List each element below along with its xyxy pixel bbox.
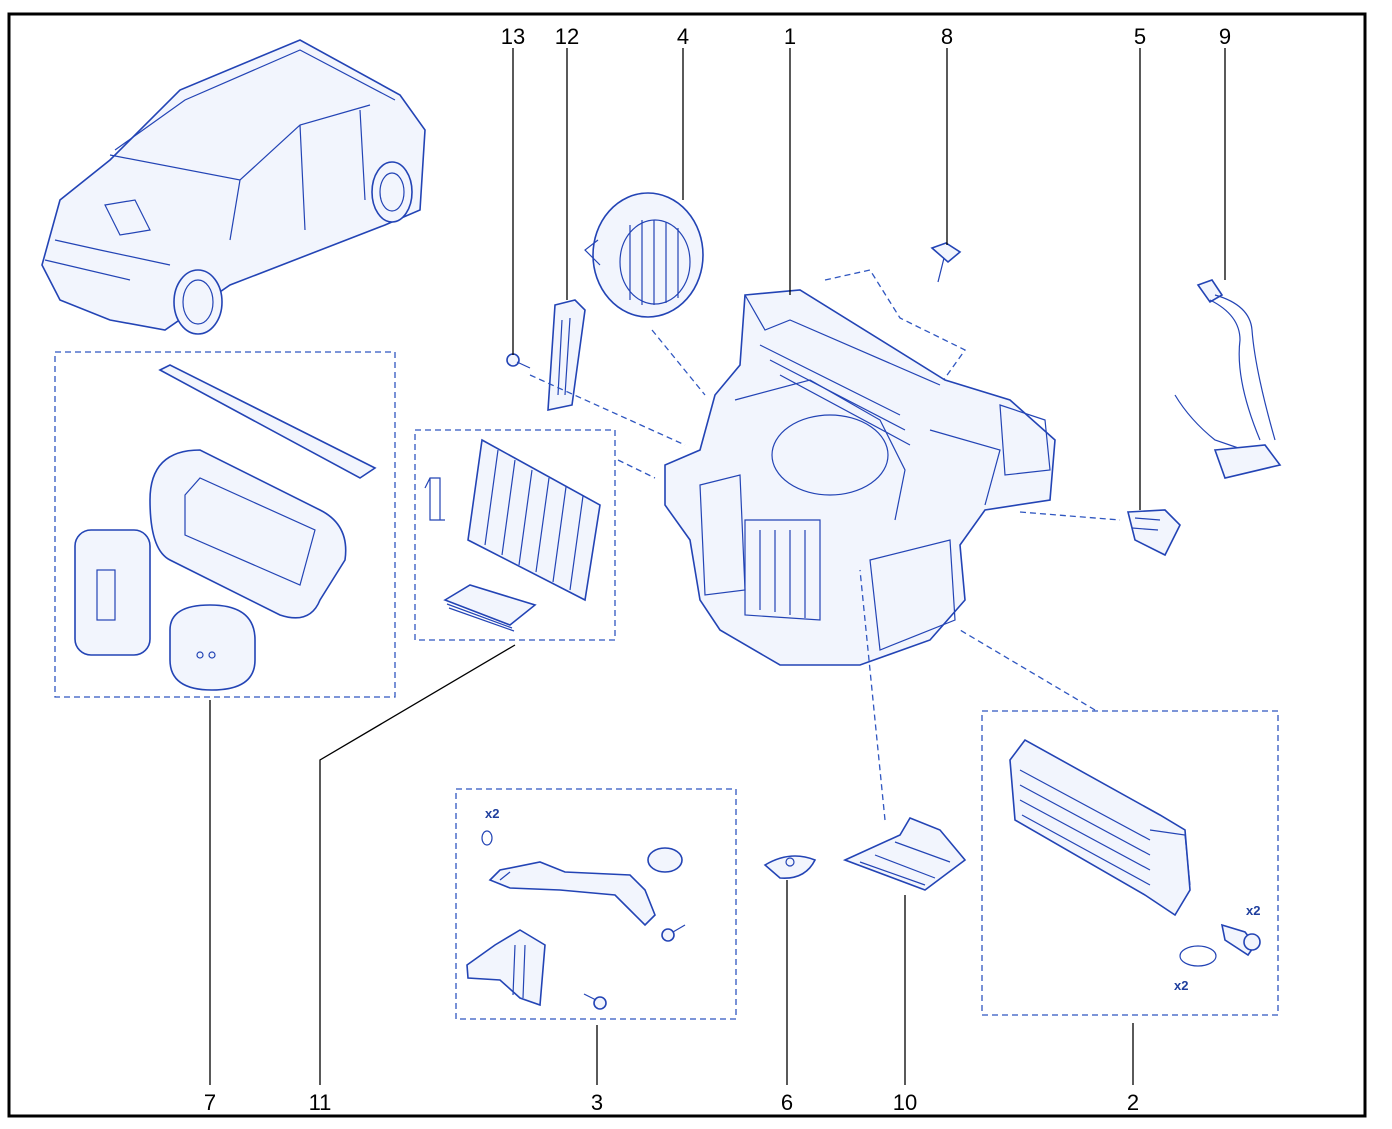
callout-6: 6 — [781, 1090, 793, 1115]
callout-10: 10 — [893, 1090, 917, 1115]
bracket-screw — [583, 993, 607, 1010]
instruction-sheet — [443, 584, 537, 632]
kit-11-guide — [617, 459, 656, 479]
wiring-harness-9 — [1174, 279, 1282, 479]
callout-7: 7 — [204, 1090, 216, 1115]
hose-seal — [481, 830, 493, 846]
foam-block — [74, 529, 151, 656]
callout-4: 4 — [677, 24, 689, 49]
callout-11: 11 — [309, 1090, 332, 1115]
kit-11-box — [414, 429, 616, 641]
core-bolt-qty: x2 — [1246, 903, 1260, 918]
heater-core-guide — [959, 629, 1096, 711]
callout-5: 5 — [1134, 24, 1146, 49]
blower-guide — [651, 329, 706, 396]
callout-12: 12 — [555, 24, 579, 49]
flap-guide — [859, 569, 886, 821]
heater-core — [1009, 738, 1191, 917]
core-bolt — [1220, 923, 1261, 957]
kit-3-box — [455, 788, 737, 1020]
leader-lines — [209, 48, 1226, 1085]
filter-insert-12 — [547, 299, 586, 411]
screw-8 — [930, 242, 962, 283]
blower-resistor-5 — [1126, 509, 1181, 557]
cabin-filter — [467, 438, 601, 602]
hose-screw — [661, 924, 686, 942]
coolant-hose — [488, 861, 656, 927]
vehicle-illustration — [41, 39, 426, 335]
flap-grille-10 — [842, 817, 967, 891]
hose-seal-qty: x2 — [485, 806, 499, 821]
rectangular-gasket — [149, 449, 347, 619]
seal-plate-6 — [763, 855, 817, 879]
callout-1: 1 — [784, 24, 796, 49]
blower-motor-4 — [584, 192, 704, 318]
callout-3: 3 — [591, 1090, 603, 1115]
hose-bracket — [466, 929, 546, 1007]
screw-8-guide — [824, 269, 966, 386]
hose-flange — [647, 847, 683, 873]
core-ring-qty: x2 — [1174, 978, 1188, 993]
callout-13: 13 — [501, 24, 525, 49]
heater-housing-1 — [664, 289, 1056, 666]
filter-clip — [424, 477, 445, 521]
foam-cylinder — [169, 604, 256, 691]
filter-guide — [529, 374, 686, 446]
core-o-ring — [1179, 945, 1217, 967]
kit-7-box — [54, 351, 396, 698]
foam-seal-strip — [158, 364, 377, 479]
callout-2: 2 — [1127, 1090, 1139, 1115]
resistor-guide — [1019, 511, 1121, 521]
callout-8: 8 — [941, 24, 953, 49]
callout-9: 9 — [1219, 24, 1231, 49]
